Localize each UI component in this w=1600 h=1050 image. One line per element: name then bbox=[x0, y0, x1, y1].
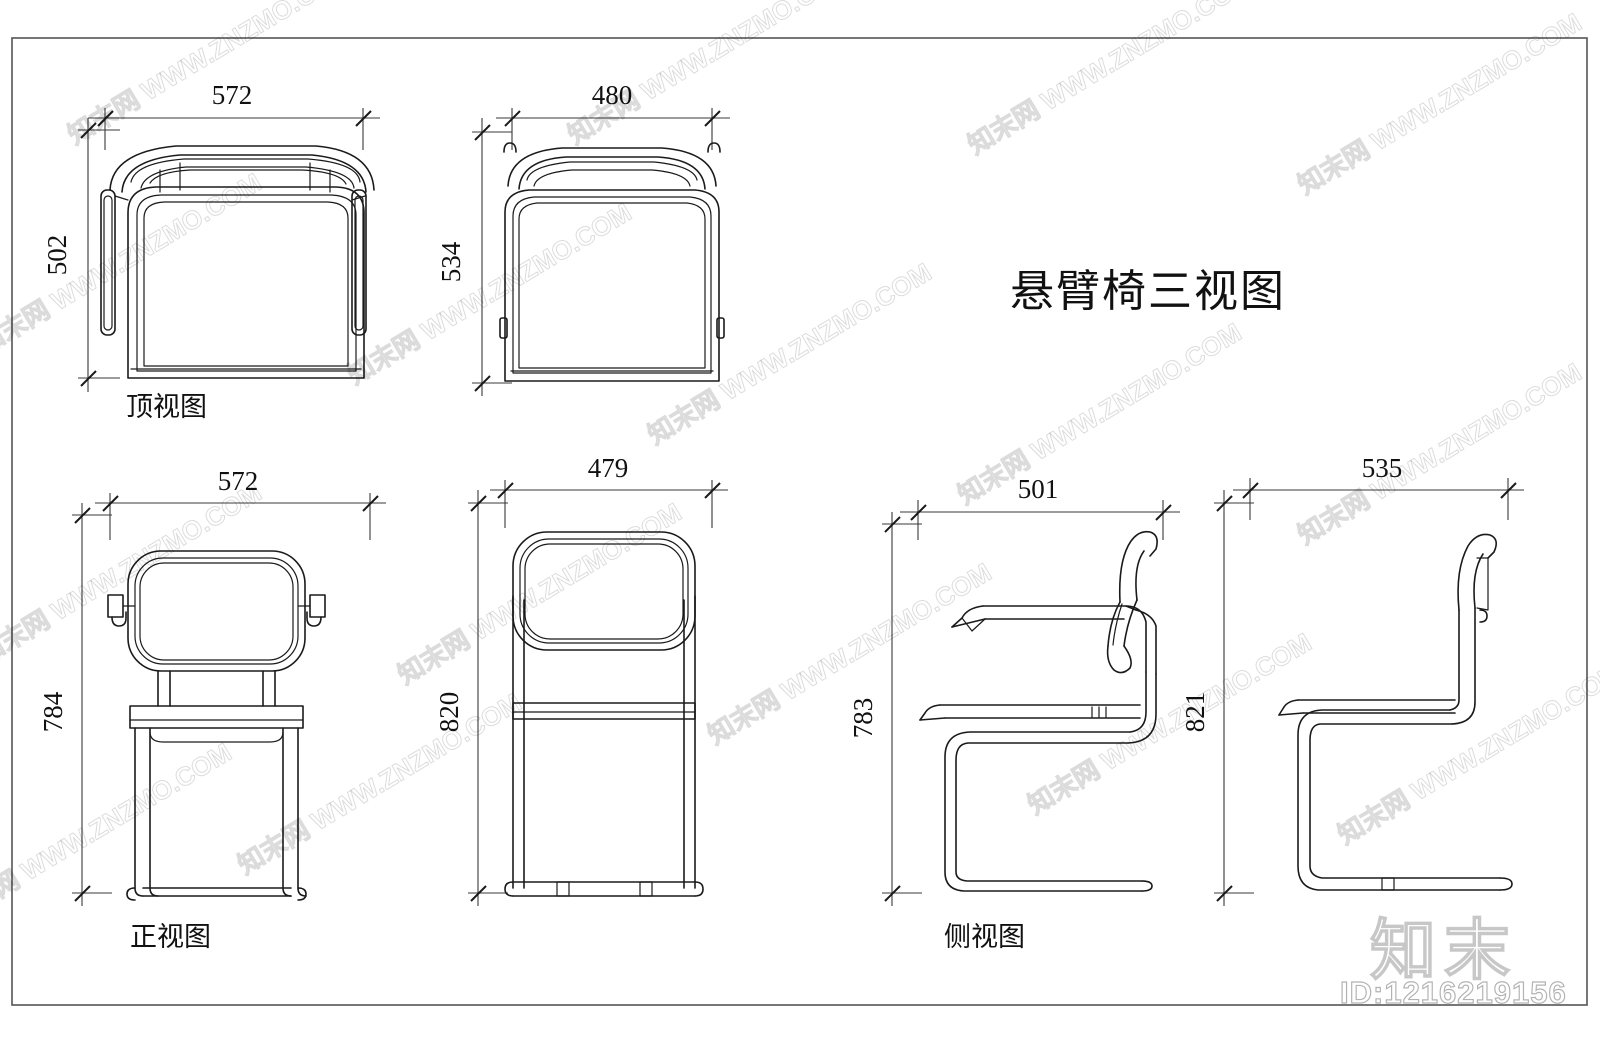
dim-480: 480 bbox=[592, 80, 633, 110]
view-front-with-arms: 572 784 bbox=[38, 466, 386, 906]
view-top-with-arms: 572 502 bbox=[42, 80, 380, 392]
dim-572-front: 572 bbox=[218, 466, 259, 496]
drawing-id: ID:1216219156 bbox=[1339, 974, 1567, 1010]
view-label-front: 正视图 bbox=[130, 922, 211, 952]
dim-784: 784 bbox=[38, 691, 68, 732]
dim-572-top: 572 bbox=[212, 80, 253, 110]
dim-821: 821 bbox=[1180, 692, 1210, 733]
sheet-border bbox=[11, 37, 1588, 1006]
dim-783: 783 bbox=[848, 698, 878, 739]
dim-501: 501 bbox=[1018, 474, 1059, 504]
dim-502: 502 bbox=[42, 235, 72, 276]
dim-820: 820 bbox=[434, 692, 464, 733]
view-top-plain: 480 534 bbox=[436, 80, 730, 396]
dim-534: 534 bbox=[436, 241, 466, 282]
dim-479: 479 bbox=[588, 453, 629, 483]
view-side-with-arms: 501 783 bbox=[848, 474, 1180, 906]
view-side-plain: 535 821 bbox=[1180, 453, 1524, 906]
view-label-side: 侧视图 bbox=[944, 922, 1025, 952]
page-title: 悬臂椅三视图 bbox=[1010, 267, 1286, 316]
dim-535: 535 bbox=[1362, 453, 1403, 483]
view-front-plain: 479 820 bbox=[434, 453, 728, 906]
view-label-top: 顶视图 bbox=[126, 392, 207, 422]
